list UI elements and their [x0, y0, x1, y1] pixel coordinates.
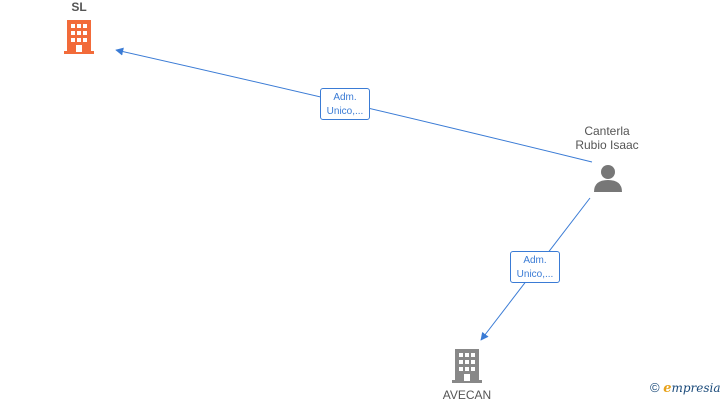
edge-label-person-to-avecan[interactable]: Adm. Unico,... — [510, 251, 560, 283]
node-label-avecan[interactable]: AVECAN — [442, 388, 492, 402]
node-label-person-line1: Canterla — [584, 124, 630, 138]
node-label-person[interactable]: Canterla Rubio Isaac — [560, 124, 654, 152]
copyright-icon: © — [650, 380, 660, 395]
brand-initial: e — [663, 381, 672, 396]
edge-label-line2: Unico,... — [326, 106, 364, 117]
edge-label-person-to-sl[interactable]: Adm. Unico,... — [320, 88, 370, 120]
empresia-watermark: © empresia — [650, 380, 721, 396]
building-icon[interactable] — [452, 349, 482, 383]
person-icon[interactable] — [594, 165, 622, 192]
brand-name: mpresia — [671, 381, 721, 395]
building-icon[interactable] — [64, 20, 94, 54]
edge-label-line1: Adm. — [523, 255, 547, 266]
edge-label-line2: Unico,... — [516, 269, 554, 280]
edge-label-line1: Adm. — [333, 92, 357, 103]
node-label-person-line2: Rubio Isaac — [575, 138, 639, 152]
node-label-sl[interactable]: SL — [71, 0, 87, 14]
